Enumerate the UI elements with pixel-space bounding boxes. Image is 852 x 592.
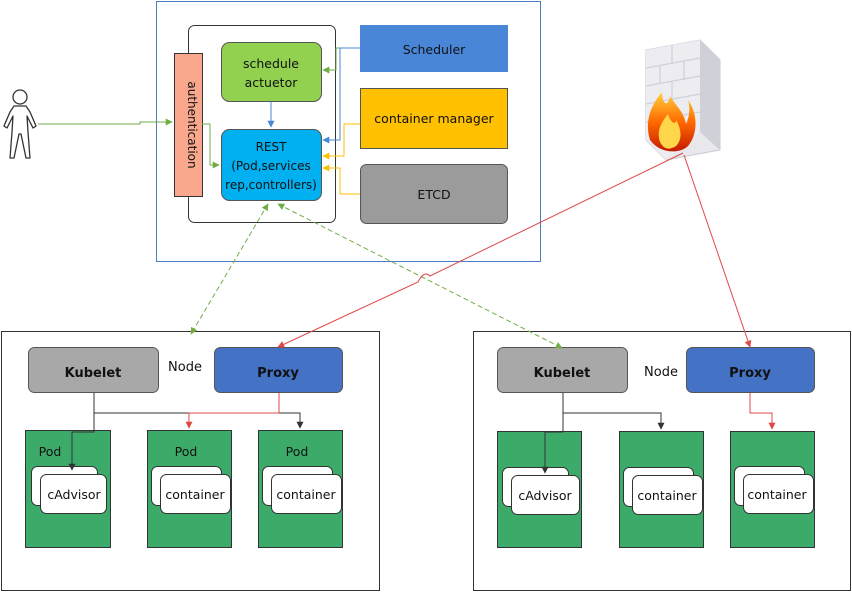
container-manager-label: container manager <box>374 111 494 126</box>
user-to-auth-arrow <box>38 118 173 126</box>
firewall-to-node-2-proxy-arrow <box>683 154 752 348</box>
container-manager-box <box>360 88 508 149</box>
user-icon <box>3 89 37 159</box>
rest-to-node-2-kubelet-arrow <box>277 203 563 349</box>
schedule-actuator-label-1: schedule <box>243 56 299 71</box>
node-1-pod-3-inner-box <box>271 474 342 514</box>
authentication-box <box>174 53 203 197</box>
rest-label-2: (Pod,services <box>231 159 311 173</box>
rest-box <box>221 129 322 201</box>
rest-to-node-1-kubelet-arrow <box>190 203 269 335</box>
etcd-to-rest-arrow <box>322 164 360 195</box>
firewall-icon <box>645 39 721 161</box>
node-1-node-label: Node <box>168 360 202 375</box>
node-1-pod-1-label: Pod <box>39 444 62 459</box>
authentication-label: authentication <box>185 81 199 168</box>
node-2-node-label: Node <box>644 365 678 380</box>
container-manager-to-rest-arrow <box>322 123 360 160</box>
node-1-pod-3-inner-label: container <box>276 487 336 502</box>
node-2-proxy-to-pod3-arrow <box>749 393 776 430</box>
etcd-label: ETCD <box>417 187 450 202</box>
node-2-pod-1-inner-box <box>511 475 580 515</box>
node-2-pod-2-inner-label: container <box>637 488 697 503</box>
node-2-proxy-label: Proxy <box>729 366 771 381</box>
node-1-pod-3-label: Pod <box>286 444 309 459</box>
node-1-kubelet-box <box>28 347 159 393</box>
node-1-pod-1-inner-box <box>40 474 107 514</box>
node-1-pod-2-label: Pod <box>175 444 198 459</box>
schedule-actuator-box <box>221 42 322 102</box>
scheduler-to-rest-arrow <box>322 47 360 144</box>
node-2-pod-1-inner-label: cAdvisor <box>518 488 572 503</box>
node-1-pod-1-inner-label: cAdvisor <box>47 487 101 502</box>
node-1-kubelet-to-pod3-arrow <box>94 412 304 429</box>
rest-label-1: REST <box>256 140 288 154</box>
node-1-kubelet-label: Kubelet <box>65 366 122 381</box>
schedule-actuator-label-2: actuetor <box>245 75 299 90</box>
node-2-pod-2-inner-box <box>632 475 703 515</box>
node-1-proxy-label: Proxy <box>257 366 299 381</box>
rest-label-3: rep,controllers) <box>225 178 317 192</box>
node-1-pod-2-inner-label: container <box>165 487 225 502</box>
auth-to-rest-arrow <box>202 123 220 169</box>
node-2-kubelet-label: Kubelet <box>534 366 591 381</box>
node-1-pod-2-inner-box <box>160 474 231 514</box>
node-1-proxy-to-pod2-arrow <box>185 393 280 429</box>
scheduler-label: Scheduler <box>403 42 466 57</box>
firewall-to-node-1-proxy-arrow <box>277 152 684 348</box>
node-2-kubelet-to-pod2-arrow <box>563 412 665 430</box>
scheduler-box <box>360 25 508 72</box>
node-2-pod-3-inner-label: container <box>747 487 807 502</box>
node-2-pod-3-inner-box <box>743 474 814 514</box>
